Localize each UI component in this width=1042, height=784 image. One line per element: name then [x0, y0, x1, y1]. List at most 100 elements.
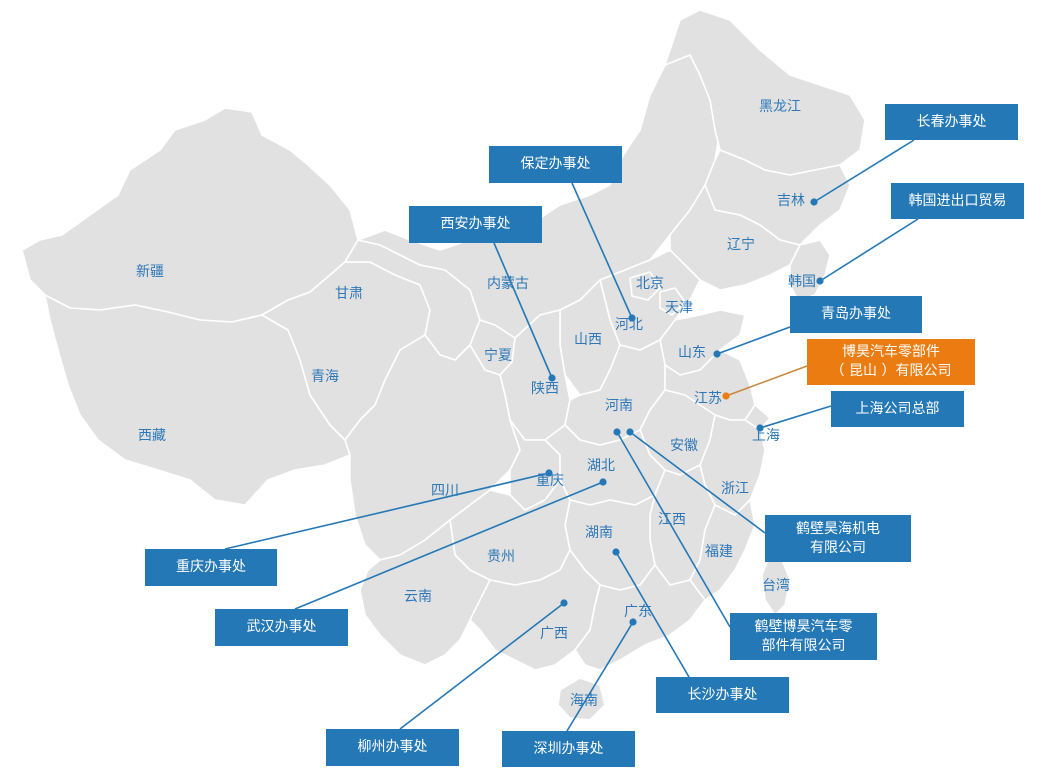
office-shanghai-hq[interactable]: 上海公司总部: [831, 391, 964, 427]
province-label-shanxi: 山西: [574, 332, 602, 348]
dot-korea-trade: [816, 277, 824, 285]
province-label-hunan: 湖南: [585, 525, 613, 541]
province-label-shanghai: 上海: [752, 428, 780, 444]
province-label-jilin: 吉林: [777, 193, 805, 209]
region-tianjin: [659, 287, 686, 316]
office-chongqing[interactable]: 重庆办事处: [145, 549, 277, 586]
province-label-jiangxi: 江西: [658, 512, 686, 528]
province-label-tianjin: 天津: [665, 300, 693, 316]
dot-qingdao: [713, 350, 721, 358]
office-baoding-label: 保定办事处: [520, 156, 591, 172]
office-hebi-haohai-line1: 鹤壁昊海机电: [796, 520, 880, 537]
connector-hebi-bohao: [616, 431, 731, 628]
office-hebi-haohai-line2: 有限公司: [810, 539, 866, 556]
province-label-qinghai: 青海: [311, 369, 339, 385]
office-shenzhen-label: 深圳办事处: [533, 740, 604, 757]
dot-liuzhou: [560, 599, 568, 607]
region-xinjiang: [21, 107, 359, 323]
office-hebi-bohao[interactable]: 鹤壁博昊汽车零 部件有限公司: [730, 613, 877, 660]
connector-xian: [493, 242, 553, 379]
province-label-korea: 韩国: [788, 274, 816, 290]
dot-baoding: [628, 314, 636, 322]
office-kunshan[interactable]: 博昊汽车零部件 （ 昆山 ）有限公司: [807, 339, 975, 385]
office-chongqing-label: 重庆办事处: [176, 559, 246, 575]
connector-hebi-haohai: [629, 431, 766, 534]
province-label-yunnan: 云南: [404, 589, 432, 605]
province-label-shaanxi: 陕西: [531, 381, 559, 397]
dot-shanghai-hq: [756, 424, 764, 432]
connector-changsha: [615, 551, 690, 678]
office-korea-trade-label: 韩国进出口贸易: [908, 192, 1007, 209]
connector-shenzhen: [566, 621, 634, 732]
dot-hebi-haohai: [626, 428, 634, 436]
province-label-henan: 河南: [605, 398, 633, 414]
dot-shenzhen: [629, 618, 637, 626]
connector-shanghai-hq: [759, 405, 832, 429]
connector-kunshan: [725, 365, 808, 397]
connector-wuhan: [294, 481, 604, 610]
office-changsha[interactable]: 长沙办事处: [656, 677, 789, 713]
office-kunshan-line2: （ 昆山 ）有限公司: [830, 363, 952, 379]
region-taiwan: [761, 553, 791, 617]
office-wuhan-label: 武汉办事处: [246, 619, 317, 635]
office-changsha-label: 长沙办事处: [687, 686, 758, 703]
province-label-liaoning: 辽宁: [727, 237, 755, 253]
province-label-beijing: 北京: [636, 276, 664, 292]
office-liuzhou[interactable]: 柳州办事处: [326, 729, 459, 766]
region-korea: [789, 239, 831, 301]
office-changchun-label: 长春办事处: [916, 113, 987, 130]
dot-hebi-bohao: [613, 428, 621, 436]
region-xizang: [44, 294, 351, 506]
office-changchun[interactable]: 长春办事处: [885, 104, 1018, 140]
province-label-neimenggu: 内蒙古: [487, 276, 529, 292]
province-label-guangdong: 广东: [624, 604, 652, 620]
office-wuhan[interactable]: 武汉办事处: [215, 609, 348, 646]
office-liuzhou-label: 柳州办事处: [357, 739, 428, 755]
province-label-fujian: 福建: [705, 544, 733, 560]
dot-kunshan: [722, 392, 730, 400]
connector-baoding: [571, 182, 633, 319]
connector-qingdao: [716, 326, 791, 355]
province-label-sichuan: 四川: [431, 483, 459, 499]
dot-changsha: [612, 548, 620, 556]
region-beijing: [629, 271, 661, 301]
province-label-zhejiang: 浙江: [721, 481, 749, 497]
connector-korea-trade: [819, 218, 919, 282]
province-label-gansu: 甘肃: [335, 286, 363, 302]
office-qingdao[interactable]: 青岛办事处: [790, 296, 922, 333]
dot-changchun: [810, 198, 818, 206]
region-yunnan: [359, 519, 491, 666]
province-label-ningxia: 宁夏: [484, 348, 512, 364]
office-qingdao-label: 青岛办事处: [821, 306, 891, 322]
province-label-hubei: 湖北: [587, 458, 615, 474]
office-korea-trade[interactable]: 韩国进出口贸易: [891, 183, 1024, 219]
province-label-xinjiang: 新疆: [136, 264, 164, 280]
dot-xian: [548, 374, 556, 382]
office-hebi-haohai[interactable]: 鹤壁昊海机电 有限公司: [765, 515, 911, 562]
office-kunshan-line1: 博昊汽车零部件: [842, 344, 940, 360]
connector-liuzhou: [399, 602, 565, 730]
province-label-chongqing: 重庆: [536, 473, 564, 489]
province-label-guizhou: 贵州: [487, 549, 515, 565]
office-shenzhen[interactable]: 深圳办事处: [502, 731, 635, 767]
office-baoding[interactable]: 保定办事处: [489, 146, 622, 183]
province-label-hainan: 海南: [570, 693, 598, 709]
province-label-anhui: 安徽: [670, 438, 698, 454]
office-hebi-haohai-text: 鹤壁昊海机电 有限公司: [796, 520, 880, 558]
office-xian[interactable]: 西安办事处: [409, 206, 542, 243]
office-kunshan-text: 博昊汽车零部件 （ 昆山 ）有限公司: [831, 343, 952, 381]
province-label-taiwan: 台湾: [762, 578, 790, 594]
office-hebi-bohao-line1: 鹤壁博昊汽车零: [754, 618, 853, 635]
office-hebi-bohao-text: 鹤壁博昊汽车零 部件有限公司: [755, 618, 853, 656]
connector-chongqing: [224, 472, 550, 550]
connector-changchun: [813, 139, 915, 203]
province-label-guangxi: 广西: [540, 626, 568, 642]
dot-chongqing: [545, 469, 553, 477]
office-shanghai-hq-label: 上海公司总部: [855, 400, 940, 417]
province-label-jiangsu: 江苏: [694, 391, 722, 407]
province-label-shandong: 山东: [678, 345, 706, 361]
region-guangdong: [574, 564, 706, 671]
province-label-heilongjiang: 黑龙江: [759, 99, 801, 115]
province-label-xizang: 西藏: [138, 428, 166, 444]
